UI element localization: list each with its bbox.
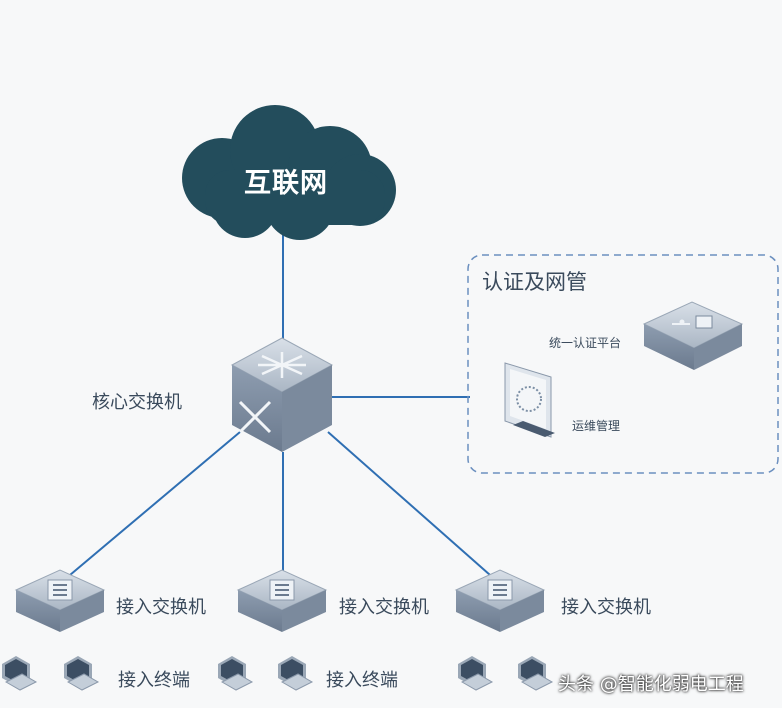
core-switch-label: 核心交换机: [92, 392, 182, 413]
internet-cloud: [182, 105, 396, 240]
watermark-text: 头条 @智能化弱电工程: [558, 674, 744, 695]
core-switch-device: [230, 337, 334, 452]
auth-platform-device: [642, 301, 744, 370]
access-switch-device-3: [455, 569, 545, 633]
link-core-access-1: [69, 431, 241, 576]
terminal-label-1: 接入终端: [118, 670, 190, 691]
terminal-device-4: [277, 655, 313, 691]
access-switch-device-1: [15, 569, 105, 633]
auth-group-title: 认证及网管: [482, 270, 587, 294]
access-switch-label-3: 接入交换机: [561, 597, 651, 618]
auth-platform-label: 统一认证平台: [549, 336, 622, 350]
terminal-device-6: [517, 655, 553, 691]
access-switch-label-1: 接入交换机: [116, 597, 206, 618]
ops-monitor-device: [504, 362, 555, 438]
ops-management-label: 运维管理: [572, 419, 621, 433]
access-switch-device-2: [237, 569, 327, 633]
auth-group-box: [467, 254, 779, 474]
terminal-device-3: [217, 655, 253, 691]
access-switch-label-2: 接入交换机: [339, 597, 429, 618]
terminal-device-5: [457, 655, 493, 691]
terminal-device-2: [63, 655, 99, 691]
internet-label: 互联网: [244, 168, 328, 199]
link-core-access-3: [327, 431, 491, 576]
terminal-label-2: 接入终端: [326, 670, 398, 691]
links: [69, 232, 491, 576]
terminal-device-1: [1, 655, 37, 691]
